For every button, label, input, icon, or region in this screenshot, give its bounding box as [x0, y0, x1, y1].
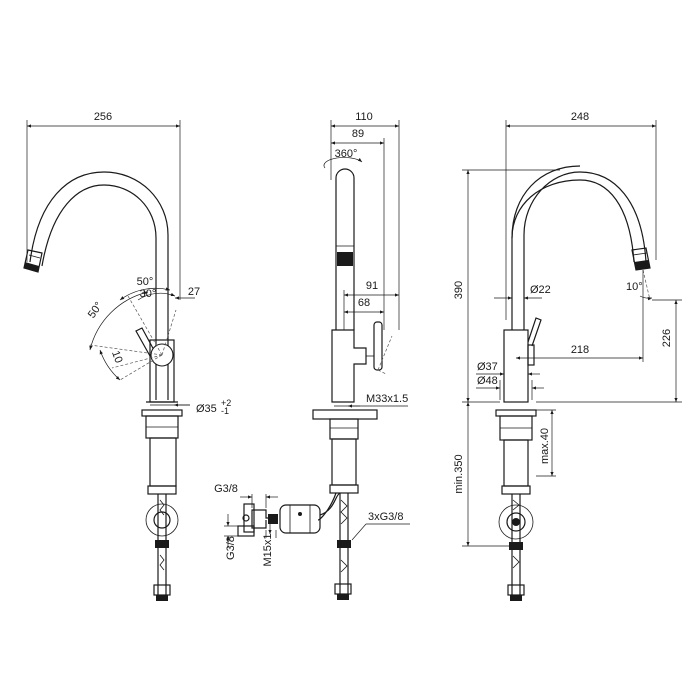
right-counter-max: max.40 [539, 428, 551, 464]
left-tol-minus: -1 [221, 406, 229, 416]
left-tol-plus: +2 [221, 398, 231, 408]
middle-spout [335, 168, 355, 330]
left-angle-c: 27 [188, 286, 200, 298]
right-body-dia-large: Ø48 [477, 375, 498, 387]
middle-valve-thread: M15x1 [262, 533, 274, 566]
right-spout-angle: 10° [626, 281, 643, 293]
left-angle-e: 10 [109, 349, 124, 365]
left-angle-d: 50° [86, 300, 105, 321]
right-width: 248 [571, 111, 589, 123]
left-width-label: 256 [94, 111, 112, 123]
left-diameter: Ø35 [196, 403, 217, 415]
left-spout-outer [29, 171, 169, 400]
right-reach: 218 [571, 344, 589, 356]
middle-lever-outer: 91 [366, 280, 378, 292]
right-counter-min: min.350 [453, 454, 465, 493]
left-angle-b: 30° [140, 288, 157, 300]
right-spout-dia: Ø22 [530, 284, 551, 296]
middle-body [331, 329, 367, 403]
middle-thread: M33x1.5 [366, 393, 408, 405]
right-spout-inner [511, 165, 581, 330]
middle-view: 110 89 360° 91 68 M33x1.5 [214, 111, 410, 600]
middle-valve-side: G3/8 [225, 536, 237, 560]
middle-lever-inner: 68 [358, 297, 370, 309]
middle-hose-connections: 3xG3/8 [368, 511, 403, 523]
left-view: 256 50° 30° 27 50° 10 Ø35 + [23, 111, 231, 601]
right-body [503, 329, 529, 403]
right-view: 248 390 10° Ø22 218 226 [453, 111, 682, 601]
left-spout-inner [41, 184, 157, 400]
middle-valve-label: G3/8 [214, 483, 238, 495]
right-spout-outer [523, 171, 647, 330]
middle-width-spout: 89 [352, 128, 364, 140]
right-body-dia-small: Ø37 [477, 361, 498, 373]
left-angle-a: 50° [137, 276, 154, 288]
middle-rotation: 360° [335, 148, 358, 160]
right-height: 390 [453, 281, 465, 299]
middle-width-total: 110 [355, 111, 373, 123]
right-spout-height: 226 [661, 329, 673, 347]
